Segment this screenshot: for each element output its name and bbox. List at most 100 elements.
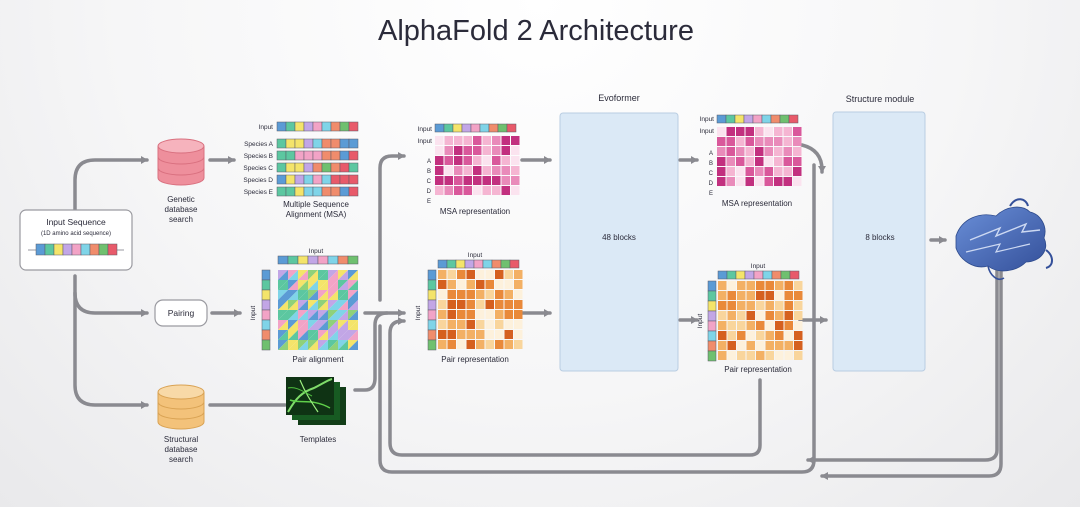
- pair-alignment-triangle: [288, 290, 298, 300]
- pair-rep-1-cell: [447, 320, 456, 329]
- pair-rep-1-cell: [504, 310, 513, 319]
- msa-rep-2-input-token: [752, 114, 763, 124]
- pair-rep-1-cell: [504, 330, 513, 339]
- msa-rep-2-cell: [755, 147, 764, 156]
- pair-alignment-triangle: [338, 310, 348, 320]
- msa-rep-2-cell: [793, 157, 802, 166]
- pair-rep-2-cell: [727, 311, 736, 320]
- pair-alignment-triangle: [318, 300, 328, 310]
- msa-rep-1-input-token: [434, 123, 445, 133]
- pair-rep-2-top-token: [762, 270, 773, 280]
- pair-alignment-triangle: [318, 280, 328, 290]
- msa-rep-1-cell: [444, 186, 453, 195]
- pair-rep-2-side-token: [707, 320, 717, 332]
- pair-alignment-side-token: [261, 309, 271, 321]
- msa-rep-2-cell: [793, 137, 802, 146]
- msa-cell: [285, 174, 296, 185]
- pair-rep-1-cell: [447, 300, 456, 309]
- pair-rep-2-cell: [784, 281, 793, 290]
- pair-alignment-triangle: [328, 290, 338, 300]
- pair-rep-2-cell: [737, 291, 746, 300]
- msa-rep-2-cell: [774, 147, 783, 156]
- msa-rep-2-row-label: E: [709, 191, 713, 197]
- msa-rep-1-cell: [454, 166, 463, 175]
- msa-input-token: [276, 121, 287, 132]
- pairing-label: Pairing: [168, 308, 195, 318]
- pair-rep-2-grid: [707, 270, 803, 362]
- pair-rep-1-top-token: [455, 259, 466, 269]
- pair-rep-1-cell: [485, 340, 494, 349]
- pair-rep-1-cell: [504, 300, 513, 309]
- msa-cell: [285, 186, 296, 197]
- pair-rep-2-cell: [746, 281, 755, 290]
- pair-alignment-triangle: [298, 270, 308, 280]
- msa-rep-2-cell: [793, 127, 802, 136]
- pair-rep-1-side-token: [427, 339, 437, 351]
- pair-alignment-triangle: [328, 270, 338, 280]
- pair-rep-1-cell: [457, 330, 466, 339]
- msa-input-token: [321, 121, 332, 132]
- pair-rep-2-cell: [718, 331, 727, 340]
- pair-rep-1-cell: [476, 300, 485, 309]
- pair-rep-2-cell: [775, 281, 784, 290]
- pair-alignment-triangle: [338, 280, 348, 290]
- msa-rep-1-cell: [454, 186, 463, 195]
- pair-alignment-triangle: [308, 280, 318, 290]
- pair-alignment-triangle: [278, 310, 288, 320]
- msa-rep-1-cell: [444, 136, 453, 145]
- pair-rep-2-cell: [756, 331, 765, 340]
- msa-rep-1-cell: [463, 166, 472, 175]
- pair-rep-1-cell: [514, 300, 523, 309]
- sequence-token: [89, 243, 100, 256]
- pair-rep-1-cell: [438, 280, 447, 289]
- pair-rep-1-cell: [466, 300, 475, 309]
- pair-alignment-input-side: Input: [250, 306, 257, 321]
- pair-rep-2-top-token: [780, 270, 791, 280]
- msa-rep-2-cell: [755, 167, 764, 176]
- msa-rep-1-cell: [511, 166, 520, 175]
- pair-alignment-side-token: [261, 329, 271, 341]
- msa-rep-2-cell: [774, 167, 783, 176]
- recycle-outer-loop-1: [378, 163, 816, 474]
- msa-rep-2-cell: [736, 167, 745, 176]
- page-title: AlphaFold 2 Architecture: [378, 15, 694, 47]
- pair-alignment-triangle: [338, 290, 348, 300]
- pair-rep-2-cell: [746, 331, 755, 340]
- pair-alignment-input-top: Input: [309, 248, 324, 255]
- pair-alignment-side-token: [261, 289, 271, 301]
- pair-alignment-top-token: [277, 255, 289, 265]
- pair-alignment-triangle: [278, 300, 288, 310]
- structure-module-title: Structure module: [846, 94, 915, 104]
- pair-rep-1-cell: [457, 340, 466, 349]
- msa-rep-1-cell: [463, 146, 472, 155]
- pair-rep-1-caption: Pair representation: [441, 355, 509, 364]
- pair-alignment-triangle: [308, 320, 318, 330]
- pair-rep-1-top-token: [437, 259, 448, 269]
- pair-alignment-triangle: [278, 320, 288, 330]
- pair-rep-2-cell: [784, 311, 793, 320]
- msa-rep-1-row-label: A: [427, 159, 431, 165]
- pair-alignment-triangle: [288, 280, 298, 290]
- pair-alignment-triangle: [348, 320, 358, 330]
- pair-rep-1-input-top: Input: [468, 252, 483, 259]
- pair-rep-2-cell: [746, 291, 755, 300]
- pair-rep-2-side-token: [707, 290, 717, 302]
- msa-cell: [276, 186, 287, 197]
- pair-rep-2-cell: [756, 311, 765, 320]
- pair-rep-2-top-token: [735, 270, 746, 280]
- pair-rep-1-cell: [495, 310, 504, 319]
- msa-rep-2-cell: [745, 157, 754, 166]
- msa-rep-1-cell: [435, 176, 444, 185]
- pair-rep-2-top-token: [771, 270, 782, 280]
- pair-alignment-triangle: [288, 320, 298, 330]
- pair-rep-2-cell: [746, 301, 755, 310]
- pair-rep-2-cell: [737, 301, 746, 310]
- msa-species-label: Species A: [244, 141, 274, 148]
- pair-rep-2-cell: [727, 291, 736, 300]
- msa-cell: [321, 150, 332, 161]
- pair-rep-1-top-token: [446, 259, 457, 269]
- pair-rep-1-cell: [466, 290, 475, 299]
- msa-rep-2-cell: [745, 177, 754, 186]
- pair-alignment-triangle: [348, 280, 358, 290]
- pair-rep-1-top-token: [509, 259, 520, 269]
